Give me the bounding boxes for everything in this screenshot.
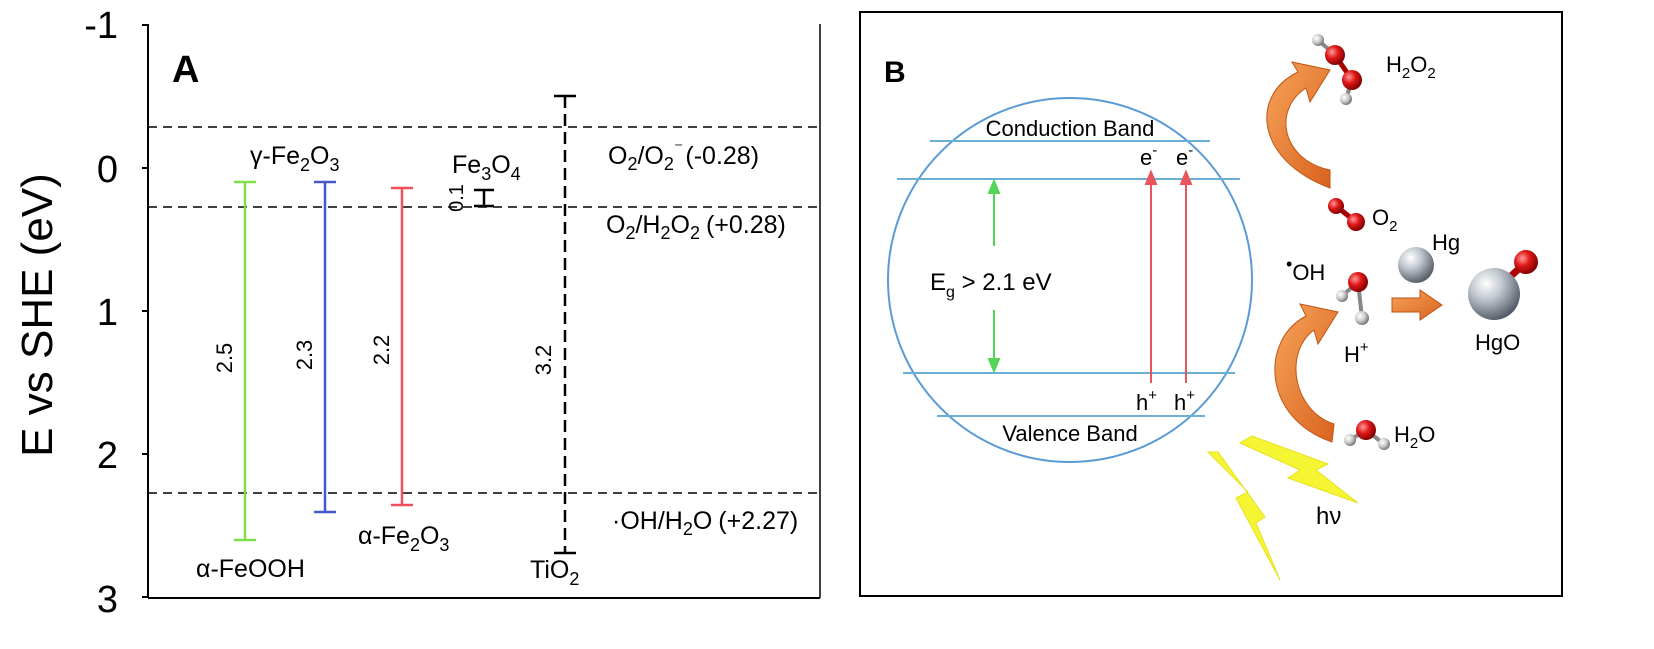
material-label-fe3o4: Fe3O4: [452, 151, 521, 184]
y-tick-label: 2: [97, 435, 118, 477]
y-tick-label: 1: [97, 292, 118, 334]
h2o2-label: H2O2: [1386, 52, 1436, 82]
orange-arrow-upper: [1266, 61, 1331, 189]
band-lines: [897, 140, 1240, 417]
hg-atom-icon: [1398, 247, 1434, 283]
hgo-label: HgO: [1475, 330, 1520, 355]
hole-label-1: h+: [1136, 387, 1157, 415]
gap-label-afeooh: 2.5: [212, 343, 237, 374]
panel-a-label: A: [172, 49, 199, 91]
band-gap-arrow: [987, 178, 1001, 374]
y-tick-labels: -1 0 1 2 3: [84, 5, 118, 621]
band-tio2: [554, 94, 576, 555]
hgo-molecule-icon: [1468, 250, 1538, 320]
gap-label-fe3o4: 0.1: [446, 184, 468, 212]
band-gap-label: Eg > 2.1 eV: [930, 269, 1052, 301]
y-tick-label: -1: [84, 5, 118, 47]
gap-label-tio2: 3.2: [531, 345, 556, 376]
h2o-label: H2O: [1394, 422, 1435, 452]
band-gfe2o3: [314, 180, 336, 514]
gap-label-gfe2o3: 2.3: [292, 340, 317, 371]
h2o2-molecule-icon: [1312, 34, 1362, 105]
oh-radical-label: •OH: [1286, 254, 1325, 285]
electron-label-1: e-: [1140, 142, 1157, 170]
hg-label: Hg: [1432, 230, 1460, 255]
conduction-band-label: Conduction Band: [986, 116, 1155, 141]
electron-label-2: e-: [1176, 142, 1193, 170]
gap-label-afe2o3: 2.2: [369, 335, 394, 366]
orange-arrow-right: [1391, 289, 1443, 321]
panel-a: E vs SHE (eV) -1 0 1 2 3 A O2: [13, 5, 821, 621]
h2o-molecule-upper-icon: [1336, 272, 1369, 325]
lightning-bolt-icon: [1206, 435, 1359, 581]
y-ticks: [142, 24, 148, 598]
material-label-afe2o3: α-Fe2O3: [358, 522, 449, 555]
panel-b-frame: [859, 11, 1563, 597]
band-fe3o4: [474, 188, 494, 208]
o2-label: O2: [1372, 205, 1397, 235]
band-afe2o3: [391, 186, 413, 507]
y-tick-label: 0: [97, 149, 118, 191]
redox-label-o2-superoxide: O2/O2⁻(-0.28): [608, 138, 759, 174]
hplus-label: H+: [1344, 339, 1369, 367]
panel-b: B Conduction Band Valence Band Eg > 2.1 …: [859, 11, 1563, 597]
material-label-tio2: TiO2: [530, 556, 579, 589]
redox-label-oh-h2o: ·OH/H2O(+2.27): [612, 507, 798, 539]
redox-label-o2-h2o2: O2/H2O2(+0.28): [606, 211, 786, 243]
panel-b-label: B: [884, 56, 906, 89]
y-axis-title: E vs SHE (eV): [13, 173, 62, 457]
material-label-gfe2o3: γ-Fe2O3: [250, 142, 339, 175]
h2o-molecule-lower-icon: [1344, 420, 1390, 450]
y-tick-label: 3: [97, 579, 118, 621]
orange-arrow-lower: [1274, 303, 1339, 443]
semiconductor-particle: [887, 97, 1253, 463]
valence-band-label: Valence Band: [1002, 421, 1137, 446]
o2-molecule-icon: [1328, 198, 1365, 231]
hole-label-2: h+: [1174, 387, 1195, 415]
light-label: hν: [1316, 503, 1341, 530]
material-label-afeooh: α-FeOOH: [196, 555, 305, 583]
band-afeooh: [234, 180, 256, 542]
excitation-arrows: [1144, 169, 1193, 383]
